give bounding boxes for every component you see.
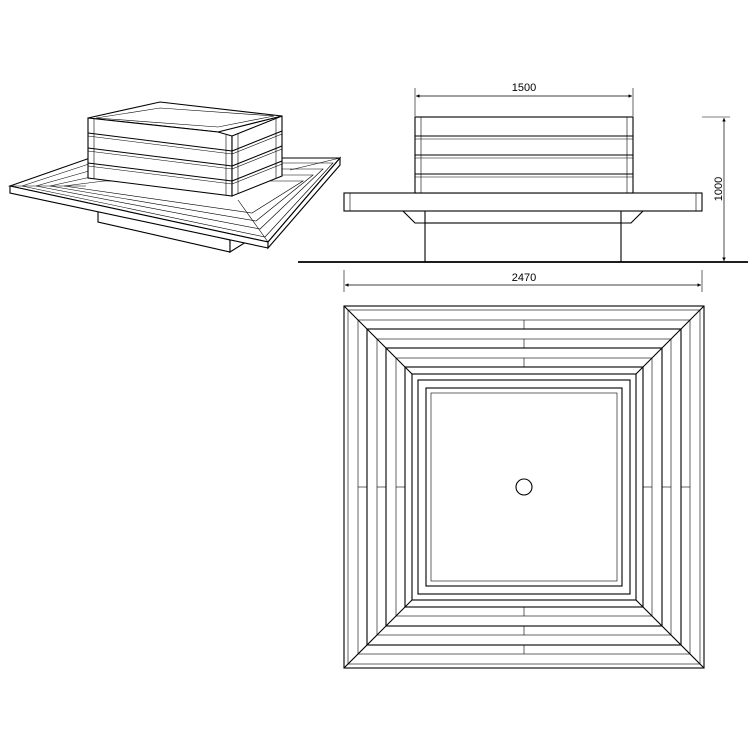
dimension-top-width-label: 1500 [512,82,536,94]
front-elevation [343,116,703,263]
dimension-height-label: 1000 [713,177,725,201]
dimension-overall-width-label: 2470 [512,272,536,284]
dimension-overall-width: 2470 [343,270,703,292]
dimension-top-width: 1500 [414,82,634,116]
center-hole [515,478,533,496]
isometric-view [7,101,342,253]
plan-view [343,305,705,669]
dimension-height: 1000 [702,116,730,261]
